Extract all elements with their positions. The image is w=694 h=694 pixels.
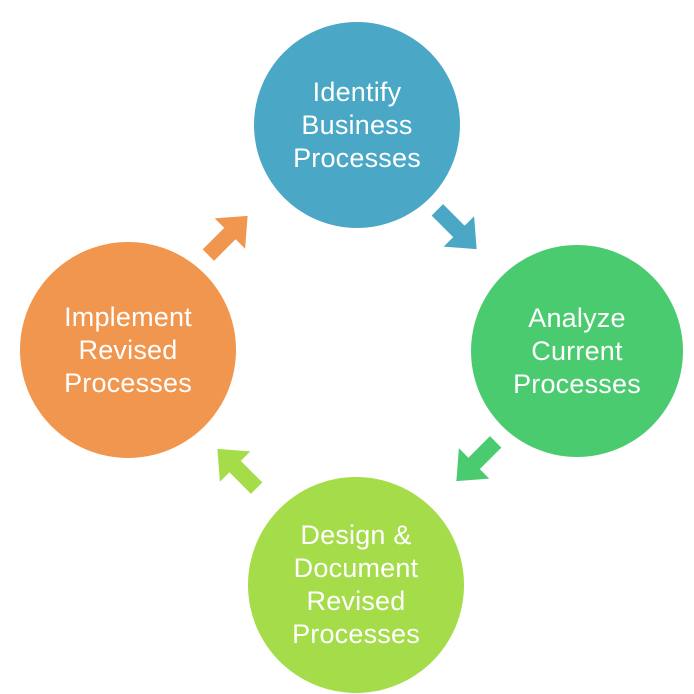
node-label-implement: Implement Revised Processes [64, 301, 192, 398]
arrow-shape [217, 448, 263, 494]
node-label-identify: Identify Business Processes [293, 76, 421, 173]
arrow-identify-to-analyze-icon [431, 204, 477, 250]
node-analyze-current-processes: Analyze Current Processes [471, 245, 683, 457]
arrow-shape [431, 204, 477, 250]
node-label-analyze: Analyze Current Processes [513, 302, 641, 399]
arrow-implement-to-identify-icon [202, 215, 248, 261]
arrow-analyze-to-design-icon [456, 436, 502, 482]
node-design-document-revised-processes: Design & Document Revised Processes [248, 477, 464, 693]
node-implement-revised-processes: Implement Revised Processes [20, 242, 236, 458]
node-label-design: Design & Document Revised Processes [292, 520, 420, 649]
arrow-design-to-implement-icon [217, 448, 263, 494]
arrow-shape [456, 436, 502, 482]
arrow-shape [202, 215, 248, 261]
node-identify-business-processes: Identify Business Processes [254, 22, 460, 228]
